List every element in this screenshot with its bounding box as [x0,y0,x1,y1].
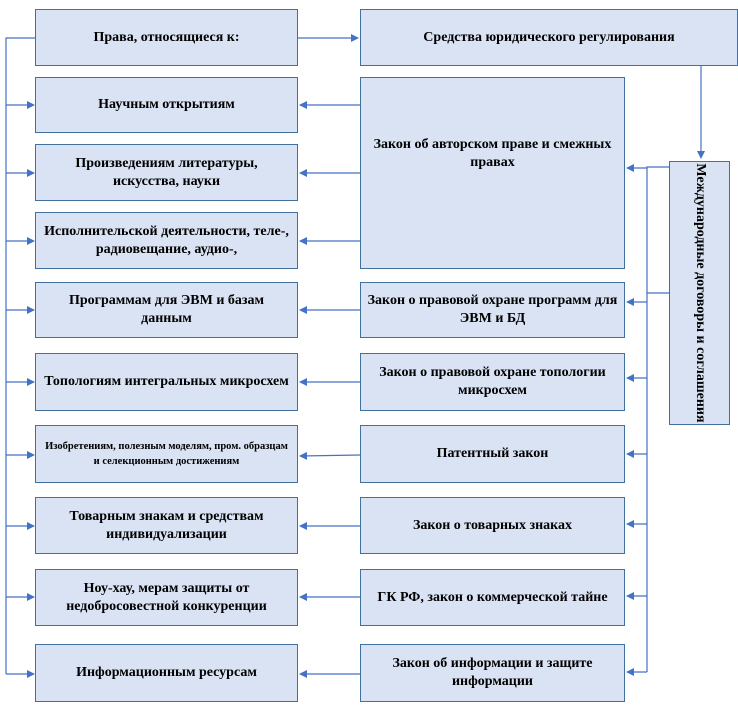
means-header-box: Средства юридического регулирования [360,9,738,66]
object-box-literature: Произведениям литературы, искусства, нау… [35,144,298,201]
international-agreements-label: Международные договоры и соглашения [692,163,708,423]
law-arrow-6 [299,451,361,460]
law-label: Закон о правовой охране топологии микрос… [379,365,606,398]
law-box-trademarks: Закон о товарных знаках [360,497,625,554]
object-label: Информационным ресурсам [76,665,257,680]
law-label: Закон об информации и защите информации [392,656,593,689]
law-box-information: Закон об информации и защите информации [360,644,625,702]
object-label: Научным открытиям [98,97,235,112]
object-box-knowhow: Ноу-хау, мерам защиты от недобросовестно… [35,569,298,626]
object-box-inventions: Изобретениям, полезным моделям, пром. об… [35,425,298,483]
object-label: Товарным знакам и средствам индивидуализ… [69,508,264,542]
law-label: ГК РФ, закон о коммерческой тайне [377,589,608,605]
law-label: Патентный закон [436,446,549,461]
object-box-software: Программам для ЭВМ и базам данным [35,282,298,338]
law-box-patent: Патентный закон [360,425,625,483]
object-box-performance: Исполнительской деятельности, теле-, рад… [35,212,298,269]
law-box-copyright: Закон об авторском праве и смежных права… [360,77,625,269]
right-bus-line [646,166,669,672]
law-box-topology: Закон о правовой охране топологии микрос… [360,353,625,411]
object-label: Произведениям литературы, искусства, нау… [75,155,258,189]
object-box-information-resources: Информационным ресурсам [35,644,298,702]
law-box-commercial-secret: ГК РФ, закон о коммерческой тайне [360,569,625,626]
rights-header-box: Права, относящиеся к: [35,9,298,66]
object-label: Ноу-хау, мерам защиты от недобросовестно… [66,580,267,614]
rights-header-label: Права, относящиеся к: [93,29,240,45]
law-label: Закон об авторском праве и смежных права… [373,137,612,170]
law-box-software: Закон о правовой охране программ для ЭВМ… [360,282,625,338]
international-agreements-box: Международные договоры и соглашения [669,161,730,425]
law-label: Закон о товарных знаках [412,517,573,533]
object-label: Топологиям интегральных микросхем [44,374,289,389]
object-label: Изобретениям, полезным моделям, пром. об… [45,441,288,467]
object-label: Программам для ЭВМ и базам данным [68,293,265,326]
law-label: Закон о правовой охране программ для ЭВМ… [367,293,618,326]
object-box-topology: Топологиям интегральных микросхем [35,353,298,411]
object-label: Исполнительской деятельности, теле-, рад… [44,223,289,257]
object-box-trademarks: Товарным знакам и средствам индивидуализ… [35,497,298,554]
object-box-discoveries: Научным открытиям [35,77,298,133]
left-bus-line [5,37,35,674]
means-header-label: Средства юридического регулирования [423,29,675,45]
